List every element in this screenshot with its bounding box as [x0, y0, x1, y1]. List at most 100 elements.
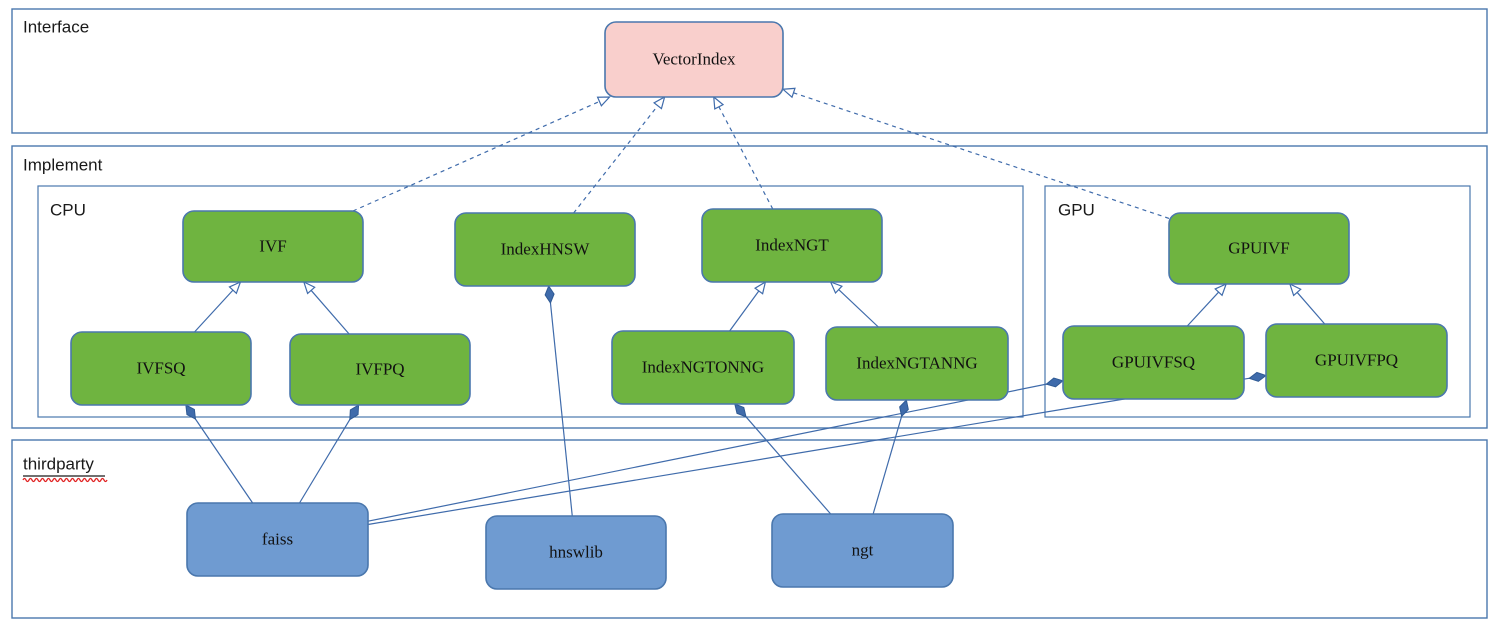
node-box-gpuivf[interactable]	[1168, 212, 1350, 285]
edge-line-faiss-gpuivfpq	[367, 377, 1252, 526]
node-indexngtonng[interactable]: IndexNGTONNG	[611, 330, 795, 405]
node-gpuivf[interactable]: GPUIVF	[1168, 212, 1350, 285]
node-box-gpuivfsq[interactable]	[1062, 325, 1245, 400]
arrowhead-filled-diamond-faiss-gpuivfpq	[1248, 371, 1268, 382]
edge-faiss-to-gpuivfsq	[367, 377, 1065, 522]
node-box-faiss[interactable]	[186, 502, 369, 577]
node-box-indexngt[interactable]	[701, 208, 883, 283]
edge-line-gpuivfsq-gpuivf	[1186, 291, 1220, 327]
node-box-vectorindex[interactable]	[604, 21, 784, 98]
edge-gpuivfpq-to-gpuivf	[1288, 282, 1326, 325]
edge-hnswlib-to-indexhnsw	[544, 284, 573, 517]
subcontainer-label-cpu: CPU	[50, 200, 86, 219]
edge-line-faiss-gpuivfsq	[367, 383, 1049, 522]
edge-faiss-to-gpuivfpq	[367, 371, 1268, 526]
edge-line-ivfpq-ivf	[310, 289, 350, 335]
edge-ngt-to-indexngtonng	[734, 403, 832, 515]
node-label-indexngt: IndexNGT	[755, 235, 829, 254]
edge-indexngtonng-to-indexngt	[729, 280, 767, 332]
edge-faiss-to-ivfpq	[298, 404, 360, 504]
node-label-ivf: IVF	[259, 236, 286, 255]
arrowhead-hollow-triangle-indexngt-vectorindex	[713, 95, 725, 110]
arrowhead-filled-diamond-hnswlib-indexhnsw	[544, 284, 555, 304]
edge-indexngtanng-to-indexngt	[829, 280, 879, 328]
node-label-gpuivfpq: GPUIVFPQ	[1315, 350, 1398, 369]
edge-line-gpuivfpq-gpuivf	[1296, 291, 1326, 325]
node-label-hnswlib: hnswlib	[549, 542, 603, 561]
edge-line-indexngtanng-indexngt	[838, 289, 879, 328]
node-label-ivfpq: IVFPQ	[355, 359, 404, 378]
node-box-indexhnsw[interactable]	[454, 212, 636, 287]
node-label-ngt: ngt	[852, 540, 874, 559]
arrowhead-filled-diamond-faiss-gpuivfsq	[1045, 377, 1065, 388]
edge-gpuivfsq-to-gpuivf	[1186, 282, 1228, 327]
edge-line-indexngtonng-indexngt	[729, 290, 760, 332]
edge-line-indexhnsw-vectorindex	[573, 105, 659, 214]
edge-line-indexngt-vectorindex	[718, 106, 774, 210]
node-ivfsq[interactable]: IVFSQ	[70, 331, 252, 406]
node-indexngtanng[interactable]: IndexNGTANNG	[825, 326, 1009, 401]
edge-line-ngt-indexngtanng	[872, 414, 903, 515]
node-indexngt[interactable]: IndexNGT	[701, 208, 883, 283]
edge-indexngt-to-vectorindex	[713, 95, 774, 210]
edge-line-ivf-vectorindex	[352, 100, 600, 212]
container-label-thirdparty: thirdparty	[23, 454, 94, 473]
arrowhead-hollow-triangle-gpuivfpq-gpuivf	[1288, 282, 1302, 297]
node-box-ivfsq[interactable]	[70, 331, 252, 406]
subcontainer-label-gpu: GPU	[1058, 200, 1095, 219]
edge-line-faiss-ivfpq	[298, 417, 352, 504]
node-label-gpuivfsq: GPUIVFSQ	[1112, 352, 1195, 371]
edge-ivfpq-to-ivf	[302, 280, 350, 335]
node-box-ngt[interactable]	[771, 513, 954, 588]
arrowhead-hollow-triangle-ivfsq-ivf	[228, 280, 242, 295]
arrowhead-filled-diamond-faiss-ivfsq	[185, 404, 197, 420]
arrowhead-hollow-triangle-gpuivf-vectorindex	[781, 87, 796, 99]
container-label-implement: Implement	[23, 155, 103, 174]
node-gpuivfsq[interactable]: GPUIVFSQ	[1062, 325, 1245, 400]
arrowhead-filled-diamond-ngt-indexngtonng	[734, 403, 747, 418]
arrowhead-hollow-triangle-indexngtanng-indexngt	[829, 280, 843, 295]
node-ngt[interactable]: ngt	[771, 513, 954, 588]
spellcheck-squiggle-thirdparty	[22, 477, 108, 483]
node-vectorindex[interactable]: VectorIndex	[604, 21, 784, 98]
edge-faiss-to-ivfsq	[185, 404, 254, 504]
arrowhead-hollow-triangle-ivf-vectorindex	[596, 96, 611, 107]
node-label-ivfsq: IVFSQ	[136, 358, 185, 377]
node-label-indexhnsw: IndexHNSW	[501, 239, 591, 258]
node-box-gpuivfpq[interactable]	[1265, 323, 1448, 398]
node-label-indexngtanng: IndexNGTANNG	[856, 353, 977, 372]
edge-line-hnswlib-indexhnsw	[549, 300, 573, 517]
node-faiss[interactable]: faiss	[186, 502, 369, 577]
edge-line-faiss-ivfsq	[193, 417, 254, 504]
node-label-indexngtonng: IndexNGTONNG	[642, 357, 764, 376]
node-gpuivfpq[interactable]: GPUIVFPQ	[1265, 323, 1448, 398]
node-box-indexngtanng[interactable]	[825, 326, 1009, 401]
edge-line-ngt-indexngtonng	[744, 414, 832, 515]
node-indexhnsw[interactable]: IndexHNSW	[454, 212, 636, 287]
edge-layer	[185, 87, 1326, 526]
node-box-ivf[interactable]	[182, 210, 364, 283]
arrowhead-hollow-triangle-ivfpq-ivf	[302, 280, 316, 295]
arrowhead-filled-diamond-faiss-ivfpq	[349, 404, 360, 421]
edge-indexhnsw-to-vectorindex	[573, 95, 666, 214]
node-label-vectorindex: VectorIndex	[652, 49, 736, 68]
edge-ivfsq-to-ivf	[194, 280, 242, 333]
node-box-hnswlib[interactable]	[485, 515, 667, 590]
node-ivfpq[interactable]: IVFPQ	[289, 333, 471, 406]
node-label-gpuivf: GPUIVF	[1228, 238, 1289, 257]
node-label-faiss: faiss	[262, 529, 293, 548]
node-ivf[interactable]: IVF	[182, 210, 364, 283]
container-label-interface: Interface	[23, 17, 89, 36]
edge-gpuivf-to-vectorindex	[781, 87, 1170, 219]
arrowhead-hollow-triangle-indexngtonng-indexngt	[753, 280, 767, 295]
node-box-ivfpq[interactable]	[289, 333, 471, 406]
edge-ngt-to-indexngtanng	[872, 398, 909, 515]
arrowhead-hollow-triangle-gpuivfsq-gpuivf	[1214, 282, 1228, 297]
node-hnswlib[interactable]: hnswlib	[485, 515, 667, 590]
edge-line-ivfsq-ivf	[194, 289, 234, 333]
edge-line-gpuivf-vectorindex	[793, 92, 1170, 219]
node-box-indexngtonng[interactable]	[611, 330, 795, 405]
